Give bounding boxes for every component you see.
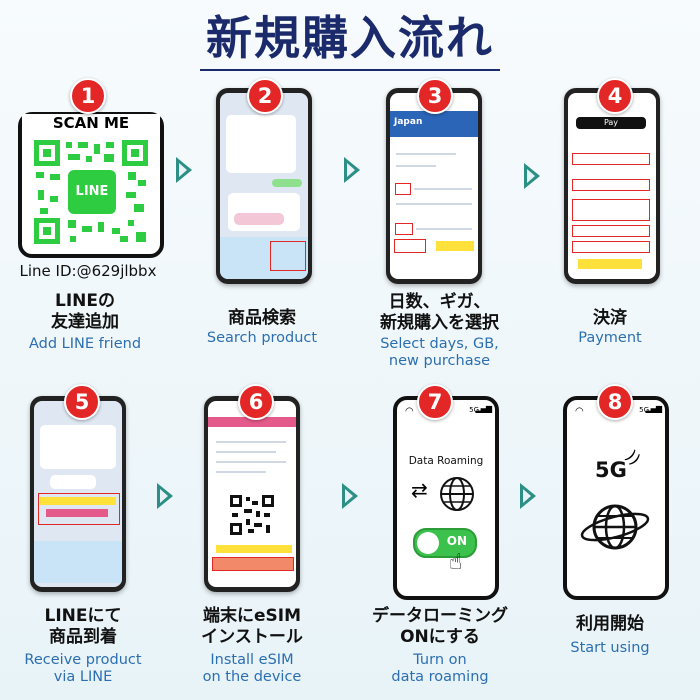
toggle-on-label: ON — [446, 534, 467, 548]
step-3-screen-heading: Japan — [394, 117, 423, 127]
qr-card[interactable]: SCAN ME LINE — [18, 112, 164, 258]
scan-me-label: SCAN ME — [22, 114, 160, 132]
title-underline — [200, 69, 500, 71]
5g-label: 5G — [595, 458, 627, 482]
step-8-badge: 8 — [597, 384, 633, 420]
step-2-subtitle: Search product — [206, 330, 318, 346]
step-2-title: 商品検索 — [228, 308, 296, 328]
step-8-subtitle: Start using — [570, 640, 650, 656]
step-7-phone: ◠ 5G ▂▄▆ Data Roaming ⇄ ON ☝ — [393, 396, 499, 600]
hand-pointer-icon: ☝ — [449, 550, 463, 575]
esim-qr-icon — [230, 495, 274, 535]
line-id-label: Line ID:@629jlbbx — [19, 262, 157, 280]
step-1-badge: 1 — [70, 78, 106, 114]
step-4-phone: Pay — [564, 88, 660, 284]
signal-bars-icon: ▂▄▆ — [475, 404, 493, 413]
apple-pay-button: Pay — [576, 117, 646, 129]
step-6-badge: 6 — [238, 384, 274, 420]
step-5-badge: 5 — [64, 384, 100, 420]
step-5-title: LINEにて商品到着 — [44, 606, 122, 647]
roaming-arrows-icon: ⇄ — [411, 478, 428, 502]
step-8-phone: ◠ 5G ▂▄▆ 5G )) — [563, 396, 669, 600]
arrow-right-icon — [524, 163, 540, 189]
qr-code-icon — [34, 140, 148, 244]
step-4-title: 決済 — [593, 308, 627, 328]
step-2-badge: 2 — [247, 78, 283, 114]
arrow-right-icon — [157, 483, 173, 509]
data-roaming-label: Data Roaming — [408, 455, 484, 467]
arrow-right-icon — [342, 483, 358, 509]
page-title: 新規購入流れ — [206, 11, 494, 65]
globe-icon — [440, 477, 474, 511]
step-3-badge: 3 — [417, 78, 453, 114]
step-4-subtitle: Payment — [578, 330, 642, 346]
step-7-badge: 7 — [417, 384, 453, 420]
arrow-right-icon — [344, 157, 360, 183]
qr-line-logo-label: LINE — [75, 184, 109, 199]
step-6-phone — [204, 396, 300, 592]
arrow-right-icon — [520, 483, 536, 509]
toggle-knob — [417, 532, 439, 554]
step-5-phone — [30, 396, 126, 592]
step-1-title: LINEの友達追加 — [51, 291, 119, 332]
data-roaming-toggle[interactable]: ON — [413, 528, 477, 558]
step-3-subtitle: Select days, GB,new purchase — [380, 336, 499, 369]
signal-indicator: 5G — [469, 406, 479, 414]
signal-bars-icon: ▂▄▆ — [645, 404, 663, 413]
wifi-icon: ◠ — [575, 406, 584, 417]
signal-indicator: 5G — [639, 406, 649, 414]
arrow-right-icon — [176, 157, 192, 183]
step-1-subtitle: Add LINE friend — [28, 336, 142, 352]
globe-network-icon — [580, 504, 650, 550]
step-3-phone: Japan — [386, 88, 482, 284]
step-4-badge: 4 — [597, 78, 633, 114]
wifi-icon: ◠ — [405, 406, 414, 417]
step-2-phone — [216, 88, 312, 284]
step-3-title: 日数、ギガ、新規購入を選択 — [380, 292, 499, 333]
step-8-title: 利用開始 — [576, 614, 644, 634]
